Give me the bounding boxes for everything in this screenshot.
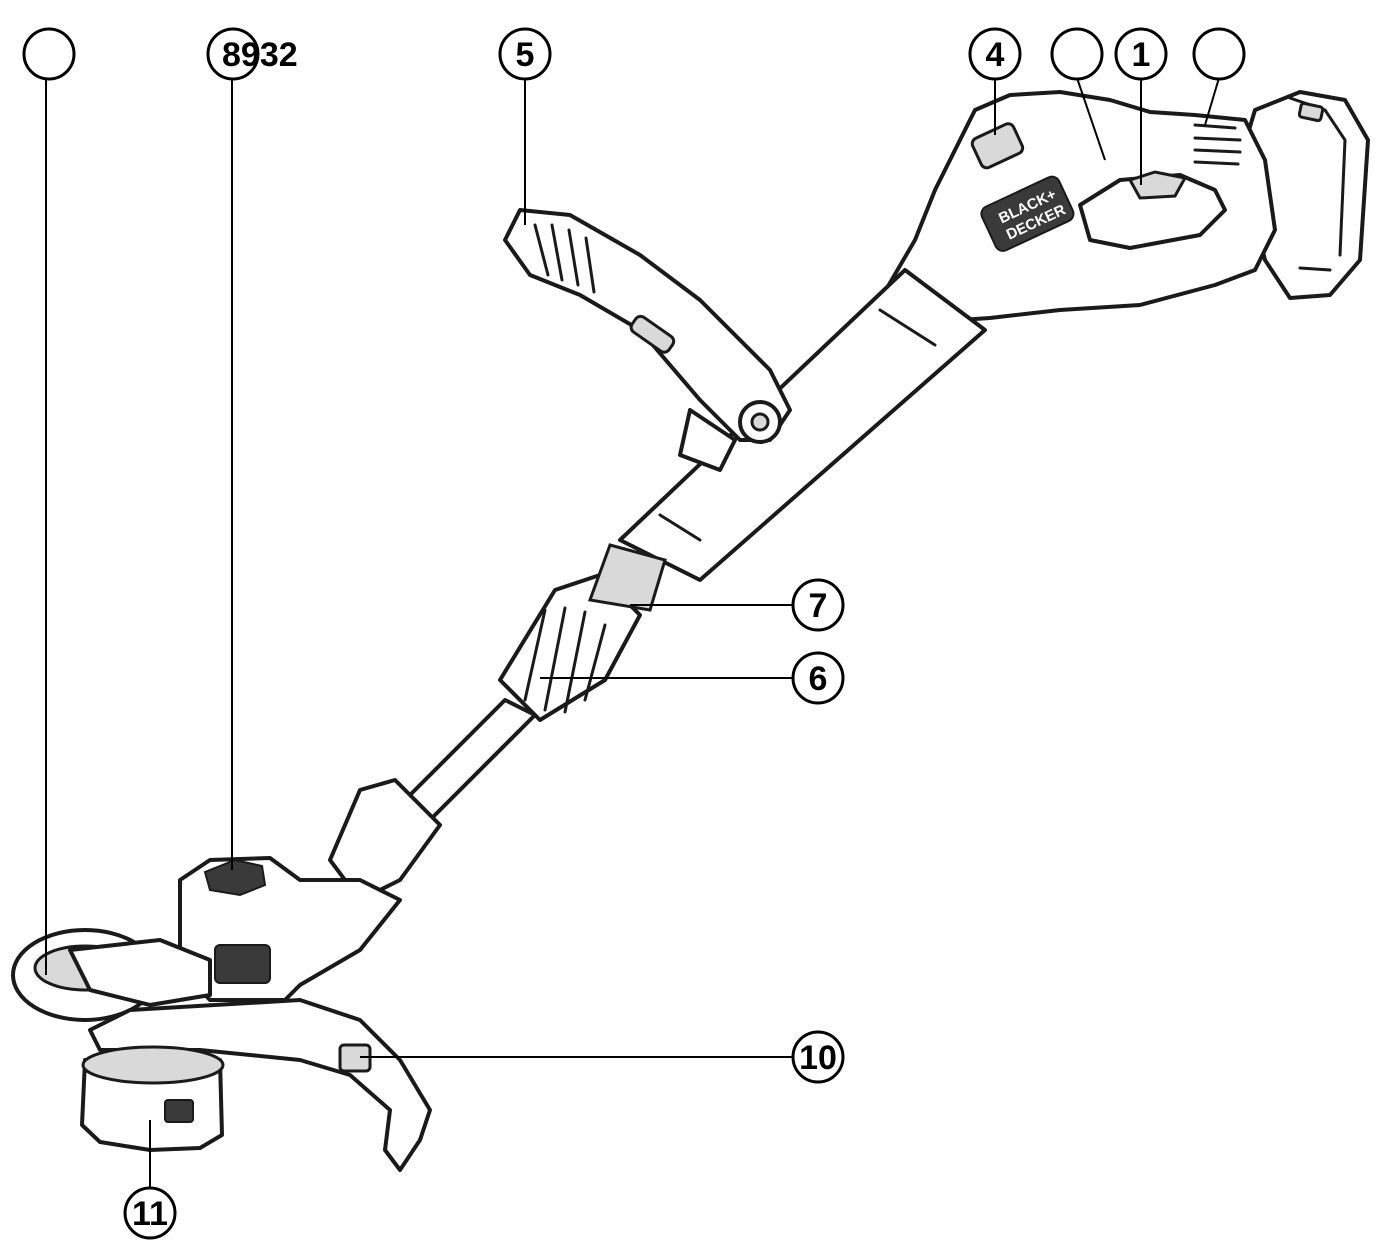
leader-blank-3 <box>1204 77 1220 126</box>
callout-6: 6 <box>791 651 845 705</box>
callout-blank-3 <box>1192 27 1246 81</box>
callout-11-label: 11 <box>132 1195 168 1233</box>
callout-6-label: 6 <box>809 660 828 698</box>
spool-tab <box>164 1099 194 1123</box>
callout-8932-label: 8932 <box>222 36 298 74</box>
callout-labels: 8932 5 4 1 7 6 <box>22 27 1246 1240</box>
callout-5-label: 5 <box>516 36 535 74</box>
battery-release-tab <box>1297 101 1325 123</box>
collar-ring <box>587 543 667 612</box>
trimmer-illustration: BLACK+ DECKER <box>11 90 1370 1172</box>
leader-blank-2 <box>1076 77 1106 161</box>
callout-10-label: 10 <box>799 1039 837 1077</box>
callout-4-label: 4 <box>986 36 1005 74</box>
leader-lines <box>45 77 1220 1188</box>
callout-1: 1 <box>1114 27 1168 81</box>
callout-4: 4 <box>968 27 1022 81</box>
callout-10: 10 <box>791 1030 845 1084</box>
trigger-switch <box>1127 170 1188 200</box>
callout-8932: 8932 <box>206 27 298 81</box>
upper-shaft-detail <box>658 308 937 542</box>
callout-1-label: 1 <box>1132 36 1151 74</box>
brand-badge <box>980 175 1075 252</box>
collar-ridges <box>523 606 607 714</box>
spool-top <box>81 1045 225 1085</box>
motor-vent-cap <box>203 858 267 897</box>
callout-7-label: 7 <box>809 587 828 625</box>
lock-off-button <box>970 122 1025 170</box>
callout-blank-2 <box>1050 27 1104 81</box>
callout-5: 5 <box>498 27 552 81</box>
aux-handle-slot <box>629 314 676 354</box>
callout-11: 11 <box>123 1186 177 1240</box>
aux-handle-grip-lines <box>533 223 596 294</box>
wheel-arm <box>68 938 212 1007</box>
aux-handle-knob-center <box>750 412 770 432</box>
grip-ridges <box>1193 123 1242 166</box>
callout-7: 7 <box>791 578 845 632</box>
aux-handle-bracket <box>678 408 737 472</box>
lower-coupling <box>328 778 442 902</box>
spool-cover <box>80 1058 224 1152</box>
head-brand-badge <box>214 944 271 984</box>
guard <box>88 998 432 1172</box>
callout-top-left <box>22 27 76 81</box>
